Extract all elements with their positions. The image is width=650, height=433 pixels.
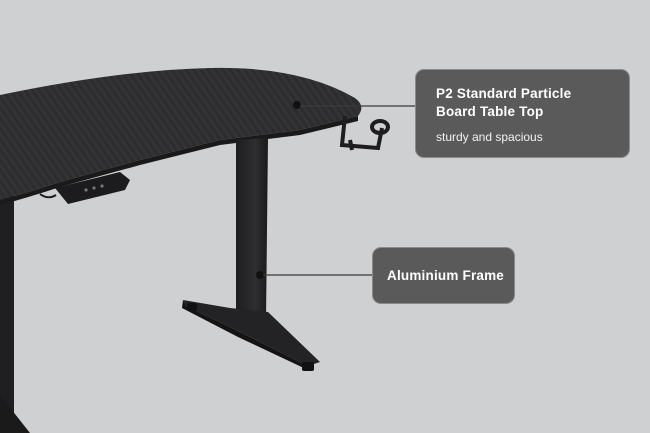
frame-callout: Aluminium Frame	[372, 247, 515, 304]
frame-marker	[256, 271, 264, 279]
right-leg	[182, 138, 320, 371]
control-panel	[39, 172, 130, 204]
cup-holder	[339, 115, 390, 151]
frame-title: Aluminium Frame	[387, 267, 505, 283]
table-top-marker	[293, 101, 301, 109]
left-leg	[0, 190, 30, 433]
table-top-title: P2 Standard Particle Board Table Top	[436, 86, 572, 119]
table-top-subtitle: sturdy and spacious	[436, 130, 543, 144]
desk-top	[0, 67, 362, 205]
table-top-callout: P2 Standard Particle Board Table Top stu…	[415, 69, 630, 158]
